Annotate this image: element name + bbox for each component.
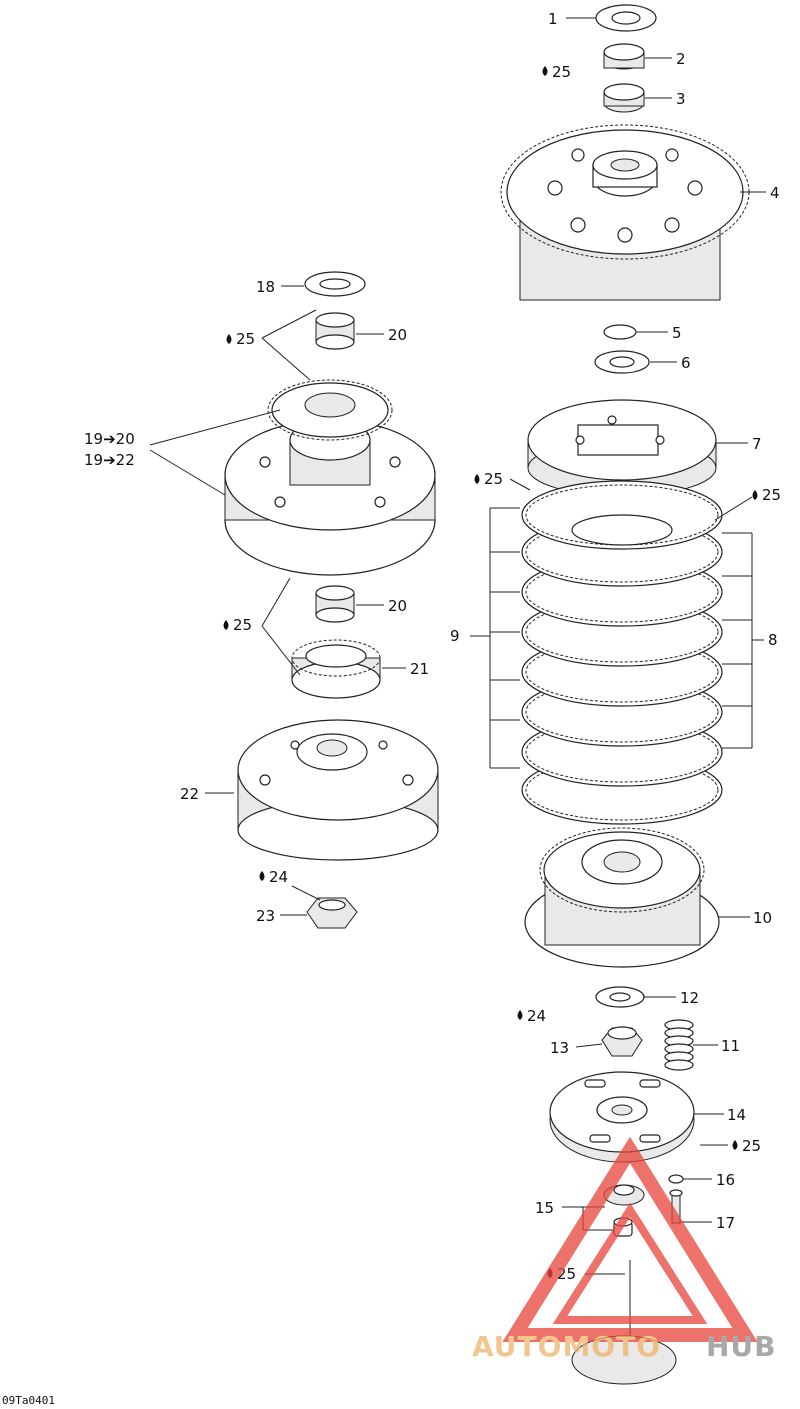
part-16-washer xyxy=(668,1174,684,1184)
part-2-needle-bearing xyxy=(603,43,645,70)
drop-icon xyxy=(474,474,480,484)
clutch-disc-stack xyxy=(521,480,723,825)
lube-mark: 25 xyxy=(762,486,781,504)
callout-11: 11 xyxy=(721,1037,740,1055)
callout-labels: 1 2 3 4 5 6 7 8 9 10 11 12 13 14 15 16 1… xyxy=(84,10,780,1232)
drop-icon xyxy=(542,66,548,76)
callout-12: 12 xyxy=(680,989,699,1007)
lube-mark: 25 xyxy=(742,1137,761,1155)
drop-icon xyxy=(226,334,232,344)
part-13-nut xyxy=(601,1026,643,1057)
part-14-spring-plate xyxy=(549,1071,695,1163)
callout-8: 8 xyxy=(768,631,778,649)
part-6-washer xyxy=(594,350,650,374)
part-22-starter-gear-housing xyxy=(237,719,439,861)
part-23-nut xyxy=(306,897,358,929)
drop-icon xyxy=(517,1010,523,1020)
callout-21: 21 xyxy=(410,660,429,678)
callout-7: 7 xyxy=(752,435,762,453)
part-21-sprag-clutch xyxy=(291,639,381,699)
callout-20-upper: 20 xyxy=(388,326,407,344)
callout-13: 13 xyxy=(550,1039,569,1057)
part-1-washer xyxy=(595,4,657,32)
part-12-washer xyxy=(595,986,645,1008)
callout-17: 17 xyxy=(716,1214,735,1232)
lube-mark: 25 xyxy=(233,616,252,634)
automotohub-watermark-logo: AUTOMOTO HUB xyxy=(472,1136,777,1363)
bottom-shaft xyxy=(571,1260,677,1385)
part-17-screw xyxy=(669,1189,683,1224)
callout-14: 14 xyxy=(727,1106,746,1124)
watermark-part2: HUB xyxy=(706,1330,777,1363)
callout-19-20: 19➔20 xyxy=(84,430,135,448)
callout-9: 9 xyxy=(450,627,460,645)
lube-mark: 25 xyxy=(552,63,571,81)
callout-22: 22 xyxy=(180,785,199,803)
callout-10: 10 xyxy=(753,909,772,927)
lube-mark: 25 xyxy=(236,330,255,348)
drop-icon xyxy=(752,490,758,500)
part-10-clutch-hub xyxy=(524,827,720,968)
drop-icon xyxy=(732,1140,738,1150)
callout-16: 16 xyxy=(716,1171,735,1189)
watermark-part1: AUTOMOTO xyxy=(472,1330,661,1363)
lube-mark: 24 xyxy=(527,1007,546,1025)
callout-15: 15 xyxy=(535,1199,554,1217)
part-11-spring xyxy=(664,1019,694,1071)
callout-19-22: 19➔22 xyxy=(84,451,135,469)
lube-mark: 24 xyxy=(269,868,288,886)
drop-icon xyxy=(223,620,229,630)
drop-icon xyxy=(259,871,265,881)
callout-1: 1 xyxy=(548,10,558,28)
part-4-clutch-housing-gear xyxy=(500,124,750,301)
callout-18: 18 xyxy=(256,278,275,296)
callout-2: 2 xyxy=(676,50,686,68)
callout-3: 3 xyxy=(676,90,686,108)
part-7-pressure-plate xyxy=(527,399,717,497)
callout-5: 5 xyxy=(672,324,682,342)
lube-mark: 25 xyxy=(484,470,503,488)
lubricant-marks: 25 25 25 25 25 24 24 25 25 xyxy=(223,63,781,1283)
part-20-bushing-upper xyxy=(315,312,355,350)
callout-4: 4 xyxy=(770,184,780,202)
part-3-needle-bearing xyxy=(603,83,645,113)
callout-6: 6 xyxy=(681,354,691,372)
part-5-ring xyxy=(603,324,637,340)
callout-20-lower: 20 xyxy=(388,597,407,615)
part-18-washer xyxy=(304,271,366,297)
part-20-bushing-lower xyxy=(315,585,355,623)
callout-23: 23 xyxy=(256,907,275,925)
drawing-code: 09Ta0401 xyxy=(2,1394,55,1407)
part-19-gear-assembly xyxy=(224,379,436,576)
